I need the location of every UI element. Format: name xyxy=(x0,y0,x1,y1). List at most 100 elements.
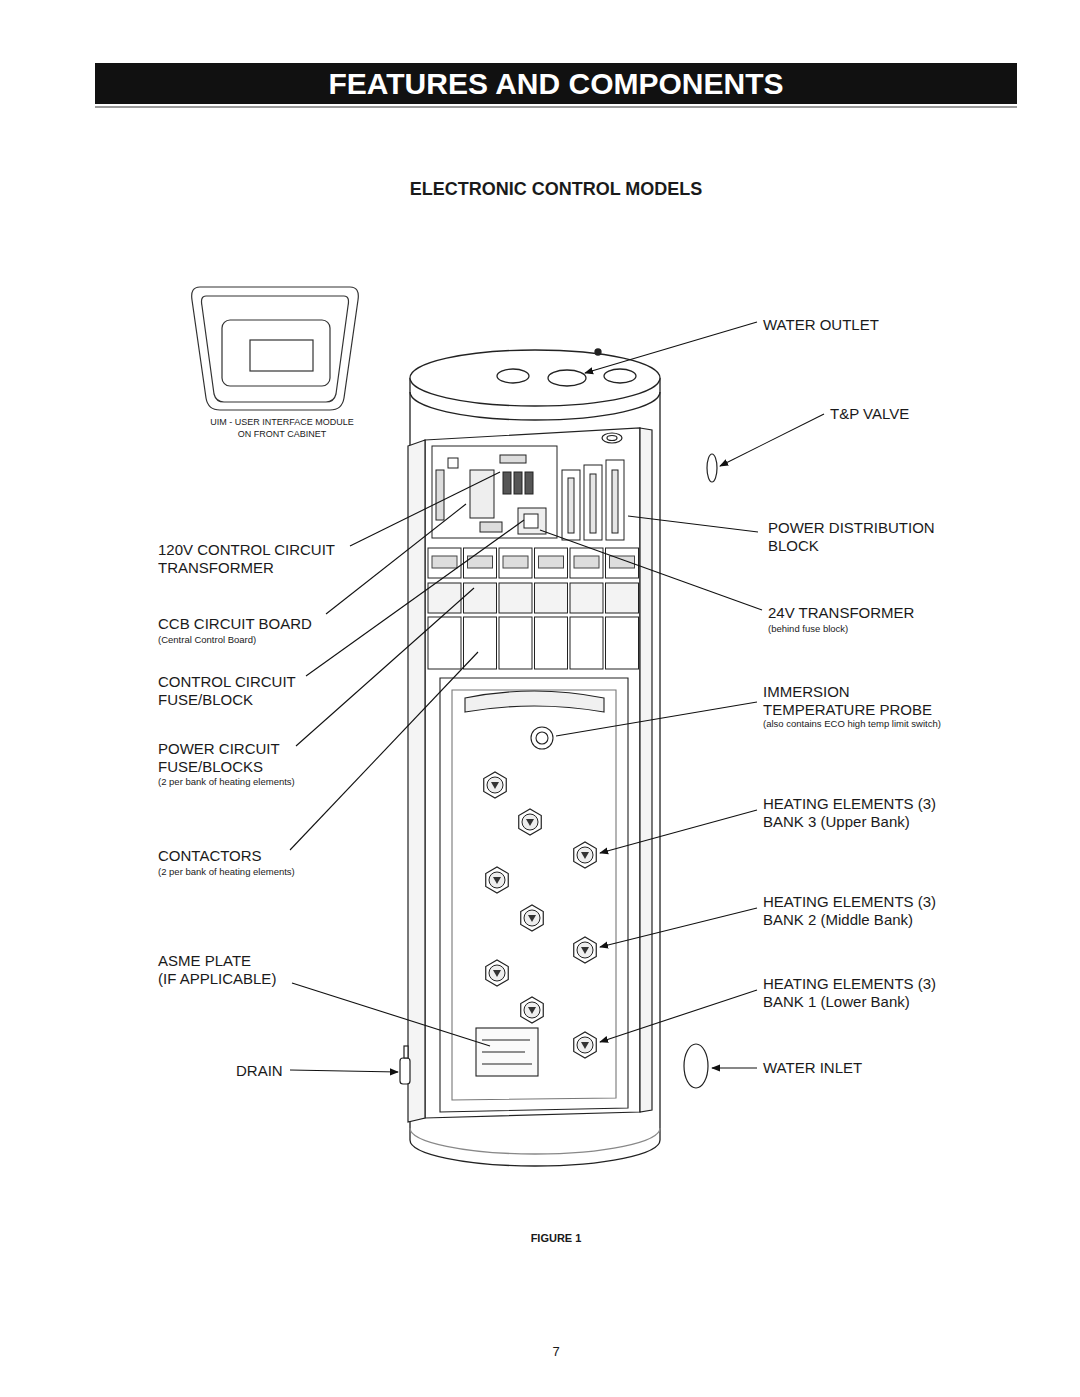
fuse-block xyxy=(570,617,603,669)
part-note: (behind fuse block) xyxy=(768,623,848,635)
drawing-part xyxy=(482,1039,530,1040)
fuse-block xyxy=(606,617,639,669)
element-boss xyxy=(489,965,505,981)
drawing-part xyxy=(465,691,604,712)
drawing-part xyxy=(607,436,617,441)
fuse-block xyxy=(499,583,532,613)
heating-element xyxy=(486,867,509,893)
element-terminal xyxy=(493,877,501,884)
fuse-block xyxy=(464,583,497,613)
part-name: CCB CIRCUIT BOARD xyxy=(158,615,312,633)
element-terminal xyxy=(581,947,589,954)
drawing-part xyxy=(436,470,444,520)
part-name: HEATING ELEMENTS (3) BANK 2 (Middle Bank… xyxy=(763,893,936,929)
drawing-part xyxy=(497,369,529,383)
drawing-part xyxy=(548,370,586,386)
fuse xyxy=(503,556,528,568)
power-distribution-block xyxy=(562,460,624,540)
part-name: WATER INLET xyxy=(763,1059,862,1077)
section-heading: ELECTRONIC CONTROL MODELS xyxy=(410,178,703,200)
fuse xyxy=(610,556,635,568)
cabinet-opening xyxy=(408,428,652,1122)
drawing-part xyxy=(290,1070,398,1072)
drawing-part xyxy=(480,522,502,532)
drawing-part xyxy=(202,296,349,402)
element-hex xyxy=(574,842,597,868)
heating-element xyxy=(484,772,507,798)
drawing-part xyxy=(476,1028,538,1076)
drawing-part xyxy=(584,465,602,540)
element-panel xyxy=(440,678,628,1112)
drawing-part xyxy=(562,470,580,540)
drawing-part xyxy=(628,516,758,532)
fuse-block xyxy=(428,583,461,613)
drawing-part xyxy=(568,478,574,533)
drawing-part xyxy=(350,472,500,546)
fuse-block xyxy=(535,548,568,578)
fuse-block xyxy=(499,617,532,669)
drawing-part xyxy=(448,458,458,468)
drawing-part xyxy=(500,455,526,463)
element-terminal xyxy=(528,915,536,922)
fuse xyxy=(574,556,599,568)
element-hex xyxy=(574,1032,597,1058)
element-boss xyxy=(577,942,593,958)
fuse xyxy=(432,556,457,568)
fuse-block xyxy=(428,548,461,578)
part-note: (also contains ECO high temp limit switc… xyxy=(763,718,941,730)
drawing-part xyxy=(404,1046,408,1058)
fuse xyxy=(539,556,564,568)
element-hex xyxy=(486,960,509,986)
drawing-part xyxy=(222,320,330,386)
element-terminal xyxy=(581,1042,589,1049)
element-terminal xyxy=(491,782,499,789)
fuse-block xyxy=(464,617,497,669)
fuse-block xyxy=(570,583,603,613)
drawing-part xyxy=(540,530,762,610)
part-name: 120V CONTROL CIRCUIT TRANSFORMER xyxy=(158,541,335,577)
drawing-part xyxy=(600,908,757,947)
fuse-block xyxy=(535,617,568,669)
drawing-part xyxy=(326,504,466,614)
drawing-part xyxy=(296,588,474,746)
drawing-part xyxy=(604,369,636,383)
element-terminal xyxy=(526,819,534,826)
heating-elements xyxy=(484,772,597,1058)
fuse-block xyxy=(499,548,532,578)
element-hex xyxy=(521,997,544,1023)
heating-element xyxy=(519,809,542,835)
element-boss xyxy=(524,910,540,926)
fuse-block xyxy=(464,548,497,578)
element-hex xyxy=(521,905,544,931)
page-title: FEATURES AND COMPONENTS xyxy=(328,67,783,101)
element-boss xyxy=(524,1002,540,1018)
element-boss xyxy=(487,777,503,793)
part-name: ASME PLATE (IF APPLICABLE) xyxy=(158,952,276,988)
element-hex xyxy=(574,937,597,963)
element-boss xyxy=(522,814,538,830)
drawing-part xyxy=(590,474,596,533)
drawing-part xyxy=(440,678,628,1112)
element-terminal xyxy=(581,852,589,859)
element-hex xyxy=(486,867,509,893)
part-name: UIM - USER INTERFACE MODULE ON FRONT CAB… xyxy=(210,416,354,440)
drawing-part xyxy=(482,1063,532,1064)
drawing-part xyxy=(712,1067,757,1068)
part-name: WATER OUTLET xyxy=(763,316,879,334)
drawing-part xyxy=(602,433,622,443)
drawing-part xyxy=(595,349,601,355)
part-note: (2 per bank of heating elements) xyxy=(158,866,295,878)
drawing-part xyxy=(290,652,478,850)
drawing-part xyxy=(525,472,533,494)
drawing-part xyxy=(410,1128,660,1154)
drawing-part xyxy=(720,414,824,466)
element-boss xyxy=(577,847,593,863)
drawing-part xyxy=(192,287,359,410)
element-hex xyxy=(484,772,507,798)
part-name: CONTACTORS xyxy=(158,847,262,865)
heating-element xyxy=(486,960,509,986)
heating-element xyxy=(574,937,597,963)
drawing-part xyxy=(707,454,717,482)
tank-body xyxy=(410,349,660,1166)
heating-element xyxy=(521,905,544,931)
